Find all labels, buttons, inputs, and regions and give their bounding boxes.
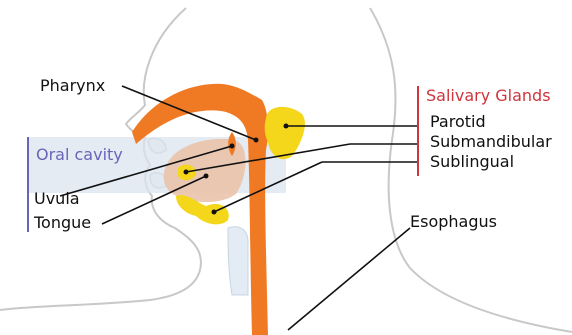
trachea-shape xyxy=(228,227,248,295)
sublingual-label: Sublingual xyxy=(430,153,514,171)
sublingual-dot xyxy=(212,210,217,215)
oral-cavity-label: Oral cavity xyxy=(36,146,123,164)
pharynx-dot xyxy=(254,138,259,143)
uvula-dot xyxy=(230,144,235,149)
pharynx-label: Pharynx xyxy=(40,77,105,95)
salivary-glands-label: Salivary Glands xyxy=(426,87,551,105)
parotid-dot xyxy=(284,124,289,129)
submandibular-dot xyxy=(184,170,189,175)
tongue-label: Tongue xyxy=(34,214,91,232)
parotid-label: Parotid xyxy=(430,113,486,131)
esophagus-leader xyxy=(288,228,410,330)
esophagus-label: Esophagus xyxy=(410,213,497,231)
tongue-dot xyxy=(204,174,209,179)
uvula-label: Uvula xyxy=(34,190,80,208)
submandibular-label: Submandibular xyxy=(430,133,552,151)
